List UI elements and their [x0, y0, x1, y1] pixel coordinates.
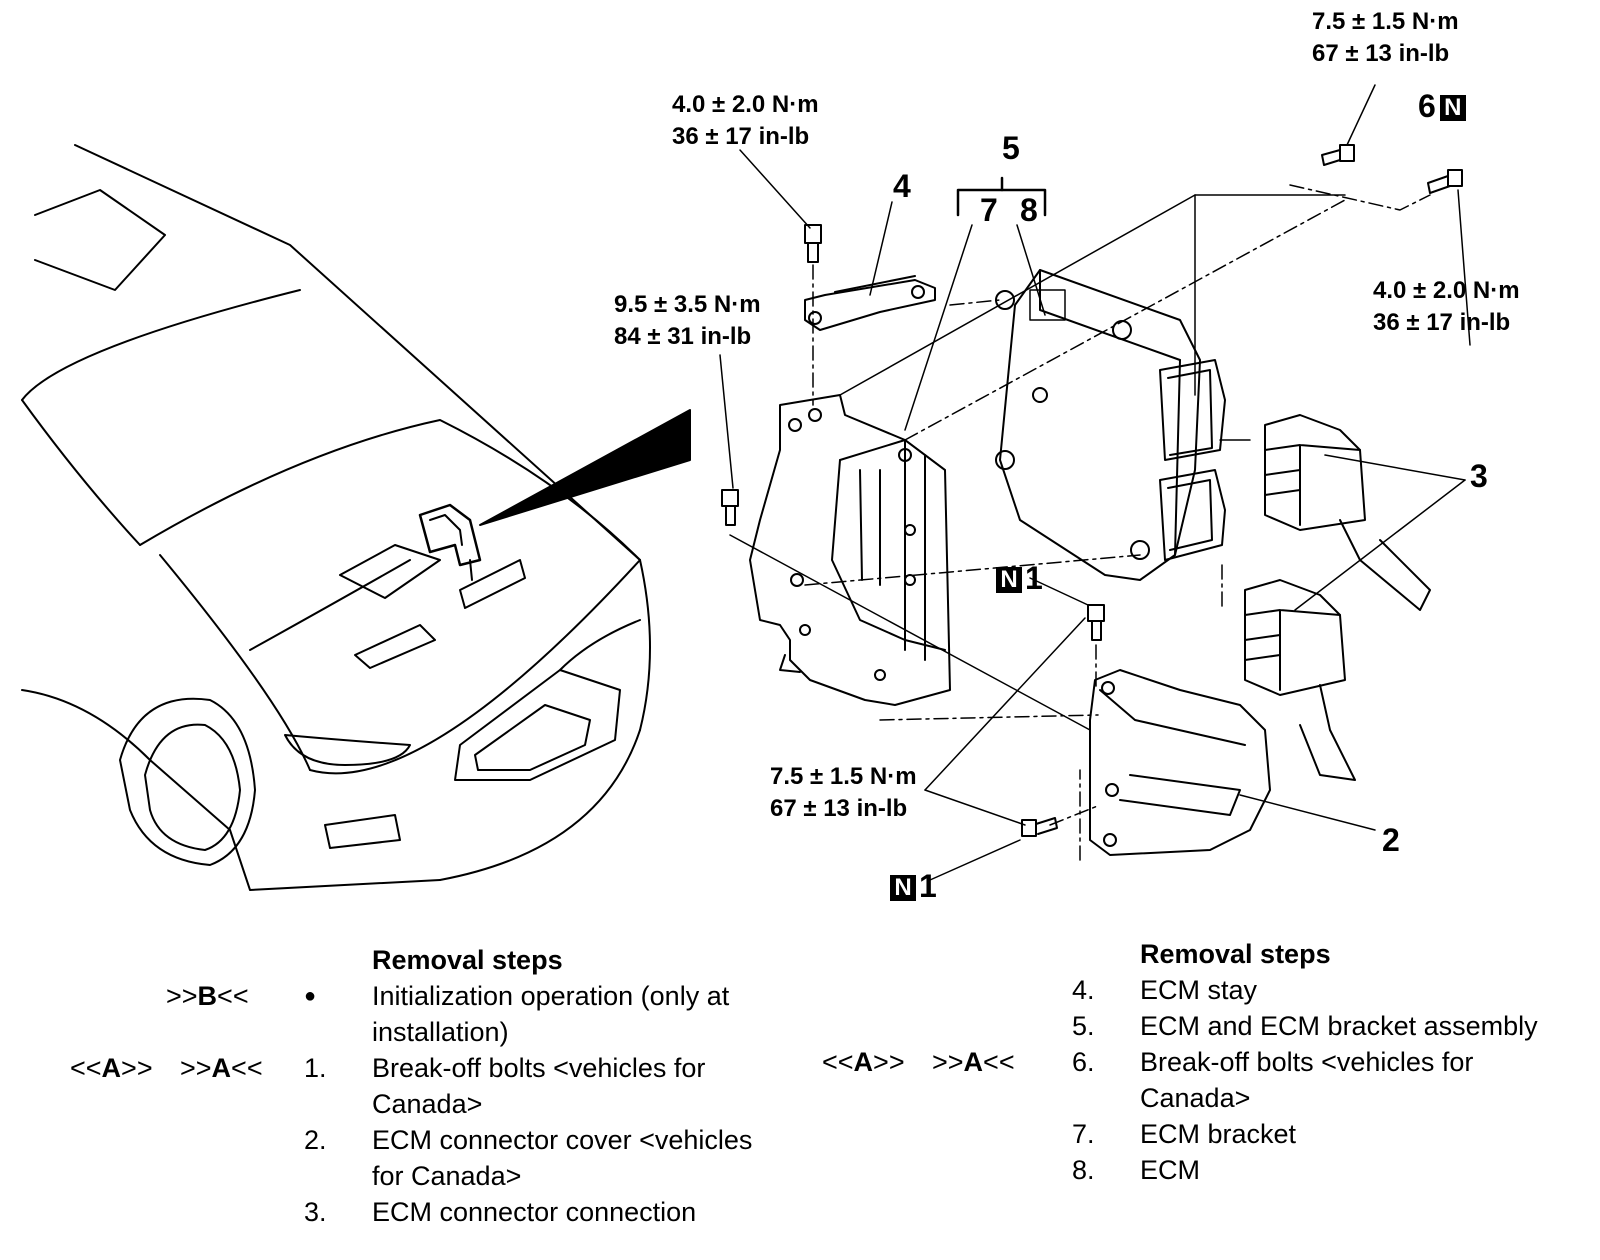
callout-8: 8 — [1020, 192, 1038, 228]
service-code-a-install: >>A<< — [180, 1053, 263, 1083]
torque-label-ecm-bolt: 4.0 ± 2.0 N·m 36 ± 17 in-lb — [1373, 275, 1520, 339]
step-text: Break-off bolts <vehicles for — [1140, 1047, 1474, 1077]
ecm-stay-part — [804, 275, 936, 331]
torque-inlb: 36 ± 17 in-lb — [672, 123, 810, 150]
service-code-a-removal: <<A>> — [822, 1047, 905, 1077]
leader-lines — [719, 84, 1471, 881]
step-number: 1. — [304, 1053, 327, 1083]
step-text: ECM bracket — [1140, 1119, 1297, 1149]
new-part-badge: N — [890, 875, 916, 901]
step-text: Break-off bolts <vehicles for — [372, 1053, 706, 1083]
step-number: 7. — [1072, 1119, 1095, 1149]
bolt-icons — [721, 144, 1463, 837]
callout-3: 3 — [1470, 458, 1488, 494]
step-text-cont: installation) — [372, 1017, 509, 1047]
callout-6-number: 6 — [1418, 88, 1436, 124]
torque-inlb: 67 ± 13 in-lb — [770, 795, 908, 822]
vehicle-outline — [21, 144, 651, 891]
torque-label-bolt-1: 7.5 ± 1.5 N·m 67 ± 13 in-lb — [770, 761, 917, 825]
step-number: 2. — [304, 1125, 327, 1155]
new-part-badge: N — [996, 567, 1022, 593]
removal-steps-heading: Removal steps — [372, 945, 563, 975]
ecm-connector-part — [1244, 414, 1431, 781]
callout-7: 7 — [980, 192, 998, 228]
torque-label-stay-bolt: 4.0 ± 2.0 N·m 36 ± 17 in-lb — [672, 89, 819, 153]
removal-steps-left: Removal steps >>B<< ● Initialization ope… — [0, 942, 820, 1230]
step-text-cont: Canada> — [1140, 1083, 1251, 1113]
torque-inlb: 67 ± 13 in-lb — [1312, 40, 1450, 67]
step-number: 8. — [1072, 1155, 1095, 1185]
new-part-badge: N — [1439, 95, 1466, 121]
torque-nm: 9.5 ± 3.5 N·m — [614, 291, 761, 318]
step-text: ECM and ECM bracket assembly — [1140, 1011, 1538, 1041]
step-text: ECM stay — [1140, 975, 1258, 1005]
torque-inlb: 36 ± 17 in-lb — [1373, 309, 1511, 336]
torque-label-bolt-6: 7.5 ± 1.5 N·m 67 ± 13 in-lb — [1312, 6, 1459, 70]
step-text: ECM — [1140, 1155, 1200, 1185]
step-number: 3. — [304, 1197, 327, 1227]
torque-inlb: 84 ± 31 in-lb — [614, 323, 752, 350]
removal-steps-right: Removal steps 4. ECM stay 5. ECM and ECM… — [800, 936, 1600, 1188]
callout-1-number: 1 — [919, 868, 937, 904]
step-number: 6. — [1072, 1047, 1095, 1077]
callout-2: 2 — [1382, 822, 1400, 858]
callout-4: 4 — [893, 168, 911, 204]
step-text-cont: Canada> — [372, 1089, 483, 1119]
torque-nm: 7.5 ± 1.5 N·m — [770, 763, 917, 790]
step-number: 4. — [1072, 975, 1095, 1005]
removal-steps-heading: Removal steps — [1140, 939, 1331, 969]
step-text: Initialization operation (only at — [372, 981, 730, 1011]
service-code-b: >>B<< — [166, 981, 249, 1011]
zoom-wedge — [479, 409, 691, 526]
step-text: ECM connector connection — [372, 1197, 697, 1227]
torque-nm: 4.0 ± 2.0 N·m — [1373, 277, 1520, 304]
torque-label-bracket-bolt: 9.5 ± 3.5 N·m 84 ± 31 in-lb — [614, 289, 761, 353]
assembly-lines — [729, 184, 1431, 861]
callout-5: 5 — [1002, 130, 1020, 166]
callout-1-number: 1 — [1025, 560, 1043, 596]
service-code-a-removal: <<A>> — [70, 1053, 153, 1083]
step-bullet: ● — [304, 985, 317, 1007]
ecm-bracket-part — [749, 394, 951, 706]
torque-nm: 4.0 ± 2.0 N·m — [672, 91, 819, 118]
ecm-unit-part — [995, 269, 1226, 581]
torque-nm: 7.5 ± 1.5 N·m — [1312, 8, 1459, 35]
ecm-connector-cover-part — [1089, 669, 1271, 856]
service-code-a-install: >>A<< — [932, 1047, 1015, 1077]
step-number: 5. — [1072, 1011, 1095, 1041]
step-text-cont: for Canada> — [372, 1161, 522, 1191]
step-text: ECM connector cover <vehicles — [372, 1125, 753, 1155]
